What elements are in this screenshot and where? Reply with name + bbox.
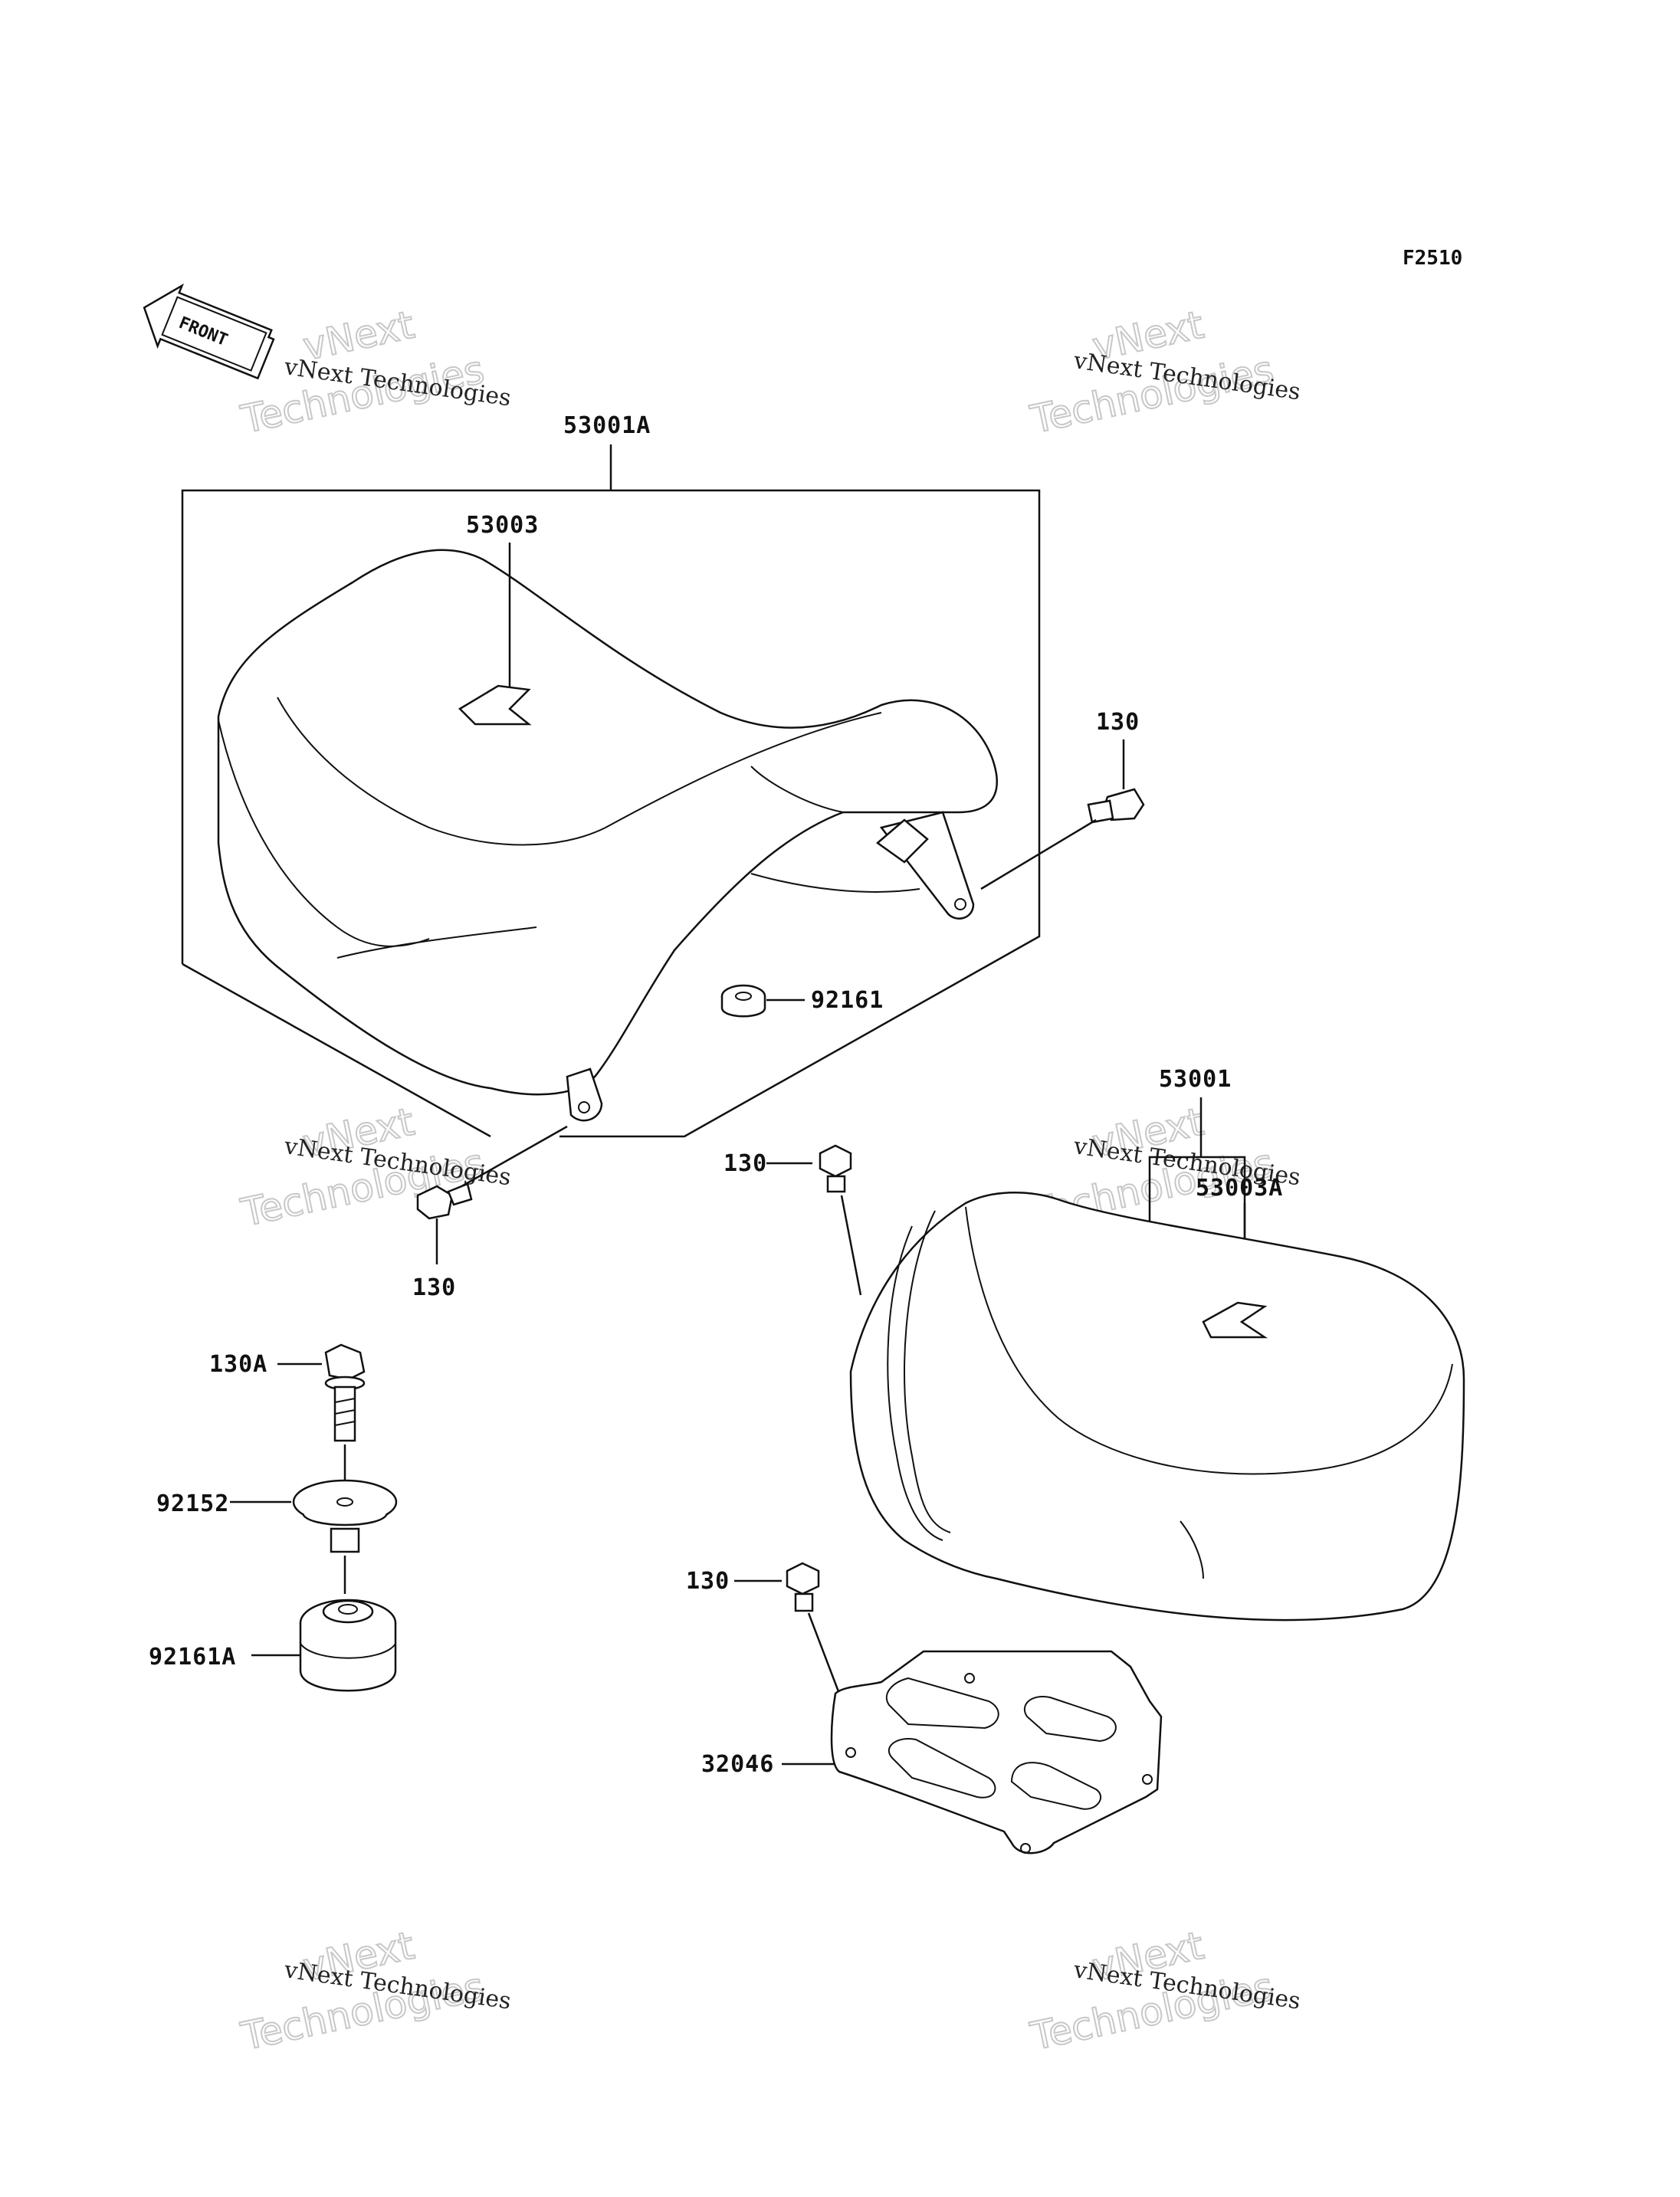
bolt-130a-icon xyxy=(324,1343,366,1442)
damper-92161-icon xyxy=(720,984,766,1018)
assembly-bracket-front xyxy=(181,489,1041,1138)
damper-92161a-icon xyxy=(299,1599,397,1692)
front-cover-tag xyxy=(458,684,532,726)
label-53001a: 53001A xyxy=(563,412,651,439)
bolt-130-front-right-icon xyxy=(1087,788,1145,824)
plate-32046 xyxy=(830,1650,1163,1854)
figure-id: F2510 xyxy=(1403,247,1462,270)
label-53003: 53003 xyxy=(466,512,539,539)
bolt-130-front-left-icon xyxy=(416,1182,473,1220)
bolt-130-rear-lower-icon xyxy=(786,1562,820,1612)
label-130-front-left: 130 xyxy=(412,1274,456,1301)
label-53003a: 53003A xyxy=(1196,1175,1283,1202)
bolt-130-rear-upper-icon xyxy=(819,1144,852,1193)
label-130-front-right: 130 xyxy=(1096,709,1140,736)
label-92152: 92152 xyxy=(156,1490,229,1517)
label-53001: 53001 xyxy=(1159,1066,1232,1093)
watermark-top-right: vNext Technologies vNext Technologies xyxy=(1025,302,1301,443)
rear-seat xyxy=(849,1192,1465,1622)
watermark-bottom-left: vNext Technologies vNext Technologies xyxy=(236,1923,512,2060)
label-130-rear-upper: 130 xyxy=(724,1150,767,1177)
front-seat xyxy=(217,549,999,1122)
label-32046: 32046 xyxy=(701,1751,774,1778)
watermark-top-left: vNext Technologies vNext Technologies xyxy=(236,302,512,443)
watermark-bottom-right: vNext Technologies vNext Technologies xyxy=(1025,1923,1301,2060)
label-92161a: 92161A xyxy=(149,1644,236,1671)
label-130a: 130A xyxy=(209,1351,267,1378)
label-92161: 92161 xyxy=(811,987,884,1014)
watermark-mid-left: vNext Technologies vNext Technologies xyxy=(236,1099,512,1236)
label-130-rear-lower: 130 xyxy=(686,1568,730,1595)
front-arrow-icon: FRONT xyxy=(143,283,275,380)
washer-92152-icon xyxy=(292,1479,398,1553)
